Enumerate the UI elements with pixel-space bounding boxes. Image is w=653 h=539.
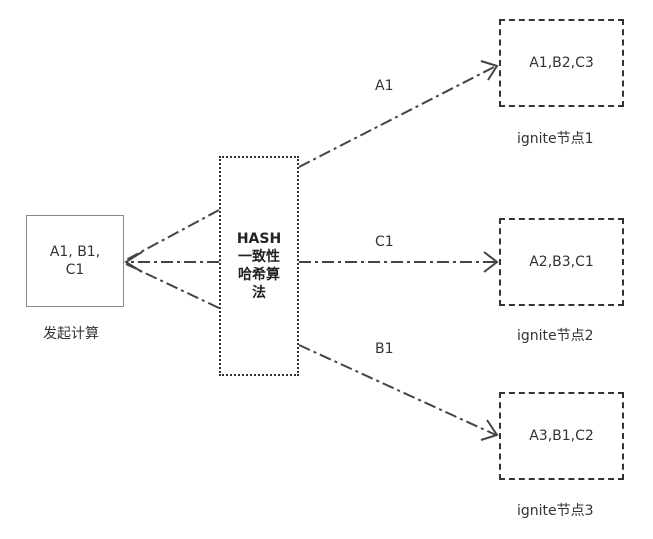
- node-box-1: A1,B2,C3: [499, 19, 624, 107]
- edge-b1-line: [298, 344, 497, 436]
- edge-label-b1: B1: [375, 341, 394, 357]
- node-1-caption: ignite节点1: [517, 131, 594, 147]
- hash-line-2: 一致性: [237, 249, 280, 265]
- arrowhead-source: [124, 251, 143, 273]
- node-2-content: A2,B3,C1: [529, 254, 594, 270]
- hash-box: HASH 一致性 哈希算 法: [219, 156, 299, 376]
- arrowhead-node3: [480, 419, 499, 441]
- arrowhead-node2: [483, 251, 499, 273]
- source-box: A1, B1, C1: [26, 215, 124, 307]
- source-line-2: C1: [65, 262, 85, 278]
- node-box-3: A3,B1,C2: [499, 392, 624, 480]
- edge-label-c1: C1: [375, 234, 394, 250]
- node-3-caption: ignite节点3: [517, 503, 594, 519]
- edge-label-a1: A1: [375, 78, 394, 94]
- edge-a1-line: [298, 65, 497, 168]
- arrowhead-node1: [480, 60, 499, 81]
- hash-line-1: HASH: [236, 231, 282, 247]
- hash-line-3: 哈希算: [237, 267, 280, 283]
- hash-line-4: 法: [251, 285, 266, 301]
- node-3-content: A3,B1,C2: [529, 428, 594, 444]
- node-box-2: A2,B3,C1: [499, 218, 624, 306]
- node-1-content: A1,B2,C3: [529, 55, 594, 71]
- node-2-caption: ignite节点2: [517, 328, 594, 344]
- source-line-1: A1, B1,: [49, 244, 101, 260]
- source-caption: 发起计算: [43, 326, 99, 342]
